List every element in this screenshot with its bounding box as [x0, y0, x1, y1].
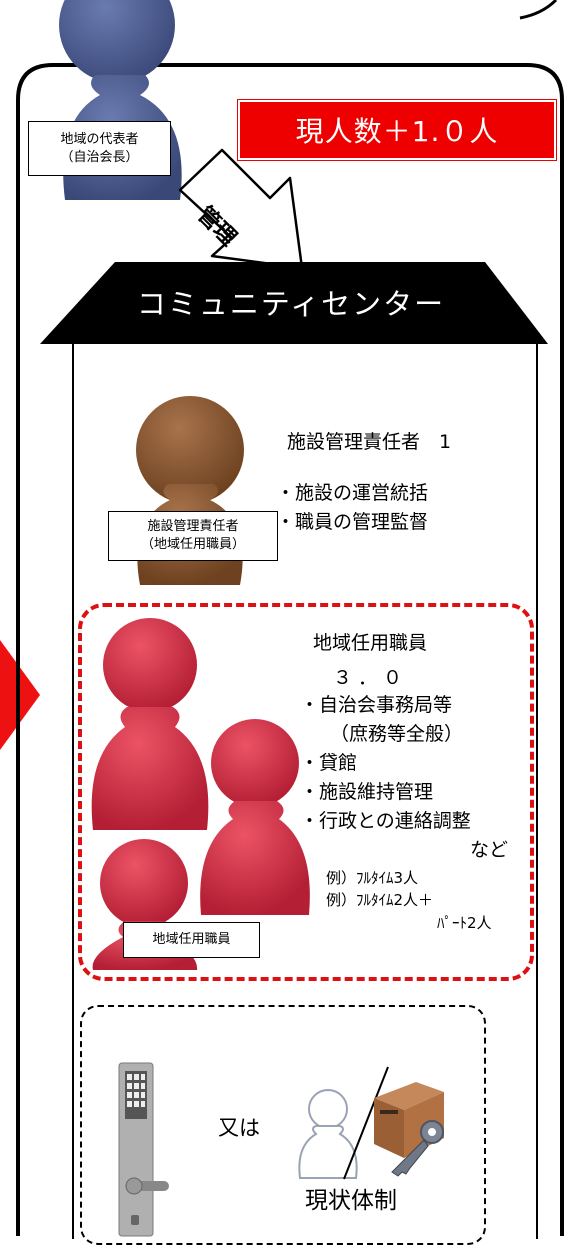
staff-dashed-box	[78, 603, 534, 981]
keypad-door-lock-icon	[118, 1062, 169, 1237]
building-title: コミュニティセンター	[136, 287, 446, 321]
staff-example-3: ﾊﾟｰﾄ2人	[437, 914, 492, 932]
staff-duty-3: ・貸館	[300, 752, 358, 774]
staff-duty-2: （庶務等全般）	[330, 723, 464, 745]
staff-label: 地域任用職員	[123, 922, 260, 958]
parcel-box-key-icon	[374, 1082, 444, 1177]
management-arrow	[178, 148, 304, 270]
staff-duty-5: ・行政との連絡調整	[300, 810, 471, 832]
manager-label-line2: （地域任用職員）	[140, 537, 245, 552]
manager-duty-2: ・職員の管理監督	[276, 511, 429, 533]
representative-label: 地域の代表者 （自治会長）	[28, 121, 171, 176]
building-walls	[72, 344, 538, 1239]
representative-label-line1: 地域の代表者	[60, 131, 139, 147]
manager-label-line1: 施設管理責任者	[147, 519, 239, 534]
curved-arrow-tip	[519, 0, 558, 20]
representative-label-line2: （自治会長）	[60, 149, 139, 165]
slash-divider	[343, 1066, 389, 1180]
staff-example-1: 例）ﾌﾙﾀｲﾑ3人	[326, 869, 419, 887]
staff-person-icon-2	[200, 719, 310, 915]
staff-duty-6: など	[470, 839, 509, 861]
manager-label: 施設管理責任者 （地域任用職員）	[108, 511, 278, 561]
staff-count: ３．０	[333, 667, 409, 689]
status-quo-label: 現状体制	[305, 1188, 397, 1214]
staff-person-icon-1	[91, 618, 209, 830]
person-outline-icon	[298, 1089, 358, 1179]
staff-heading: 地域任用職員	[313, 632, 428, 654]
staff-increase-badge: 現人数＋1.０人	[237, 99, 557, 161]
staff-label-text: 地域任用職員	[152, 932, 231, 947]
building-roof	[40, 262, 548, 344]
staff-increase-text: 現人数＋1.０人	[295, 115, 499, 148]
staff-example-2: 例）ﾌﾙﾀｲﾑ2人＋	[326, 891, 434, 909]
or-text: 又は	[218, 1116, 260, 1140]
manager-duty-1: ・施設の運営統括	[276, 482, 429, 504]
manager-heading: 施設管理責任者 1	[287, 431, 452, 453]
staff-duty-1: ・自治会事務局等	[300, 694, 453, 716]
staff-duty-4: ・施設維持管理	[300, 781, 434, 803]
